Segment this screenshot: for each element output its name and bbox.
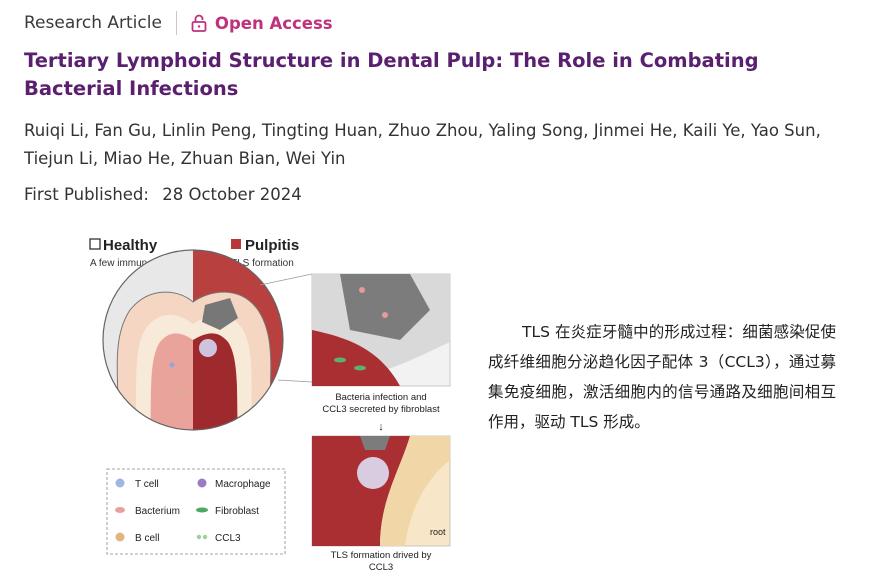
pulpitis-sub: TLS formation [231, 258, 294, 269]
fibroblast-icon [196, 507, 208, 513]
bacterium-icon [115, 507, 125, 513]
legend-bacterium: Bacterium [135, 506, 180, 517]
tls-formation-panel [311, 435, 451, 547]
panel2-caption-line2: CCL3 [369, 562, 393, 573]
author-list[interactable]: Ruiqi Li, Fan Gu, Linlin Peng, Tingting … [24, 121, 821, 168]
legend-t-cell: T cell [135, 479, 159, 490]
article-type: Research Article [24, 13, 162, 33]
legend-b-cell: B cell [135, 533, 159, 544]
legend-fibroblast: Fibroblast [215, 506, 259, 517]
published-date-value: 28 October 2024 [162, 185, 302, 204]
legend-ccl3: CCL3 [215, 533, 241, 544]
bacteria-infection-panel [311, 273, 451, 387]
article-header: Research Article Open Access [24, 9, 333, 37]
graphical-abstract-figure[interactable]: Healthy A few immune cells Pulpitis TLS … [80, 230, 470, 580]
macrophage-icon [197, 478, 207, 488]
root-label: root [430, 527, 446, 537]
published-label: First Published: [24, 185, 149, 204]
ccl3-icon [196, 534, 202, 540]
figure-caption: TLS 在炎症牙髓中的形成过程：细菌感染促使成纤维细胞分泌趋化因子配体 3（CC… [488, 323, 836, 431]
pulpitis-label: Pulpitis [245, 237, 299, 254]
b-cell-icon [115, 532, 125, 542]
lock-open-icon [191, 14, 207, 32]
legend-macrophage: Macrophage [215, 479, 271, 490]
open-access-badge[interactable]: Open Access [214, 13, 333, 33]
healthy-sub: A few immune cells [90, 258, 176, 269]
panel2-caption-line1: TLS formation drived by [331, 550, 432, 561]
down-arrow-icon: ↓ [378, 421, 384, 433]
legend-box [106, 468, 286, 555]
article-title[interactable]: Tertiary Lymphoid Structure in Dental Pu… [24, 49, 759, 100]
figure-illustration: Healthy A few immune cells Pulpitis TLS … [89, 237, 451, 573]
healthy-label: Healthy [103, 237, 158, 254]
panel1-caption-line1: Bacteria infection and [335, 392, 426, 403]
header-divider [175, 11, 177, 35]
tooth-cross-section [103, 250, 283, 430]
healthy-swatch [89, 238, 101, 250]
pulpitis-swatch [231, 239, 241, 249]
publication-date: First Published: 28 October 2024 [24, 185, 302, 204]
panel1-caption-line2: CCL3 secreted by fibroblast [322, 404, 440, 415]
t-cell-icon [115, 478, 125, 488]
tooth-circle-border [102, 249, 284, 431]
